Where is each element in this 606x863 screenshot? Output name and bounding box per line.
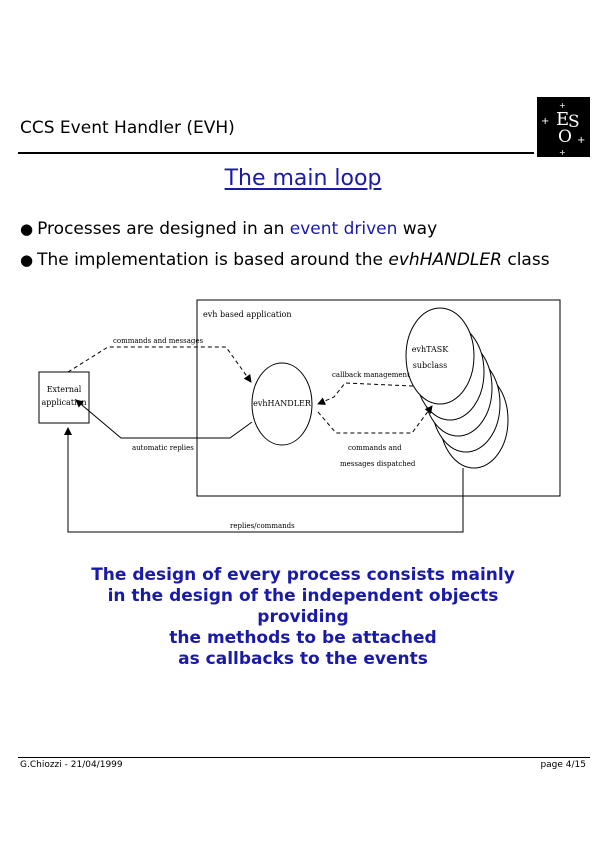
summary-line: providing <box>257 607 349 627</box>
bullet-1-text: Processes are designed in an <box>37 219 290 239</box>
application-box <box>196 299 561 497</box>
svg-text:+: + <box>559 101 566 110</box>
bullet-1: ●Processes are designed in an event driv… <box>20 219 437 239</box>
automatic-replies-label: automatic replies <box>132 444 194 452</box>
header-title: CCS Event Handler (EVH) <box>20 118 235 138</box>
bullet-dot: ● <box>20 251 34 269</box>
header-rule <box>18 152 534 154</box>
main-title: The main loop <box>224 166 382 191</box>
external-label-2: application <box>41 398 86 407</box>
svg-text:+: + <box>541 116 549 127</box>
bullet-2-text: The implementation is based around the <box>37 250 389 270</box>
bullet-2-tail: class <box>501 250 550 270</box>
bullet-2: ●The implementation is based around the … <box>20 250 550 270</box>
bullet-1-highlight: event driven <box>289 219 398 239</box>
bullet-dot: ● <box>20 220 34 238</box>
replies-commands-label: replies/commands <box>230 522 295 530</box>
bullet-2-highlight: evhHANDLER <box>388 250 502 270</box>
evhhandler-ellipse <box>251 362 313 446</box>
footer-page-number: page 4/15 <box>540 760 586 770</box>
bullet-1-tail: way <box>397 219 438 239</box>
dispatch-arrow <box>317 405 433 434</box>
commands-messages-label: commands and messages <box>113 337 204 345</box>
callback-management-label: callback management <box>332 371 410 379</box>
svg-text:+: + <box>559 148 566 157</box>
dispatched-label-2: messages dispatched <box>340 460 416 468</box>
svg-text:+: + <box>577 135 585 146</box>
evhhandler-label: evhHANDLER <box>253 399 312 408</box>
evhtask-ellipse <box>405 307 475 405</box>
evhtask-label-1: evhTASK <box>412 345 450 354</box>
footer-rule <box>18 757 590 758</box>
summary-line: as callbacks to the events <box>178 649 428 669</box>
eso-logo-icon: E S O + + + + <box>537 97 590 157</box>
logo-letter-e: E <box>556 109 569 130</box>
application-box-label: evh based application <box>203 310 291 319</box>
external-app-box <box>38 371 90 424</box>
summary-line: The design of every process consists mai… <box>91 565 515 585</box>
dispatched-label-1: commands and <box>348 444 402 452</box>
replies-commands-arrow <box>64 427 464 533</box>
summary-line: in the design of the independent objects <box>107 586 499 606</box>
callback-arrow <box>317 382 414 405</box>
replies-arrow <box>75 399 253 439</box>
commands-arrow <box>67 346 252 383</box>
evhtask-label-2: subclass <box>413 361 447 370</box>
summary-text: The design of every process consists mai… <box>0 565 606 670</box>
external-label-1: External <box>47 385 82 394</box>
logo-letter-s: S <box>568 112 580 132</box>
summary-line: the methods to be attached <box>169 628 437 648</box>
eso-logo: E S O + + + + <box>537 97 590 157</box>
logo-letter-o: O <box>558 127 572 147</box>
footer-author-date: G.Chiozzi - 21/04/1999 <box>20 760 123 770</box>
